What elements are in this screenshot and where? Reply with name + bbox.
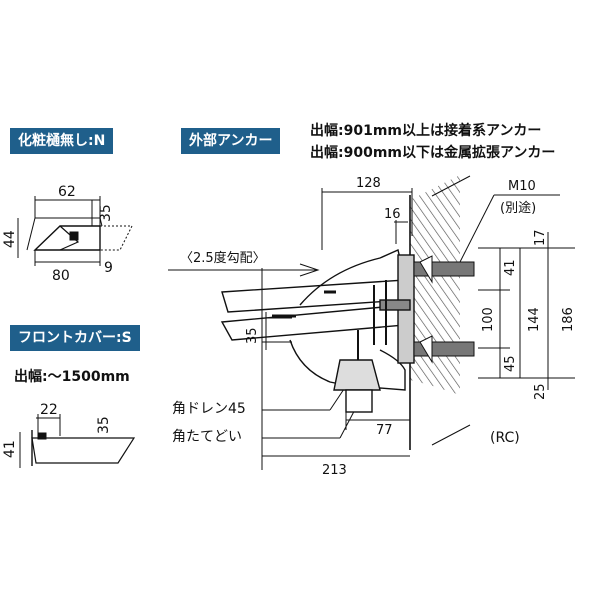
- label-rc: (RC): [490, 430, 520, 446]
- rc-wall: [409, 175, 471, 450]
- dim-213: 213: [322, 463, 347, 478]
- n-dim-44: 44: [2, 230, 18, 248]
- dim-186: 186: [561, 307, 576, 332]
- gutter-body: [220, 249, 475, 413]
- label-separate: (別途): [500, 200, 536, 216]
- section-n-drawing: [17, 196, 133, 266]
- dim-25: 25: [533, 383, 548, 400]
- dim-41: 41: [503, 259, 518, 276]
- label-slope: 〈2.5度勾配〉: [180, 250, 266, 266]
- badge-anchor: 外部アンカー: [181, 128, 281, 154]
- anchor-note-2: 出幅:900mm以下は金属拡張アンカー: [310, 145, 556, 161]
- label-pipe: 角たてどい: [172, 429, 242, 445]
- s-dim-22: 22: [40, 402, 58, 418]
- dim-100: 100: [481, 307, 496, 332]
- s-width-note: 出幅:～1500mm: [14, 369, 130, 385]
- dim-35-main: 35: [245, 327, 260, 344]
- main-dimension-lines: [168, 188, 575, 470]
- section-s-drawing: [19, 414, 136, 468]
- anchor-note-1: 出幅:901mm以上は接着系アンカー: [310, 123, 542, 139]
- s-dim-35: 35: [96, 416, 112, 434]
- dim-128: 128: [356, 176, 381, 191]
- dim-77: 77: [376, 423, 393, 438]
- n-dim-9: 9: [104, 260, 113, 276]
- badge-s: フロントカバー:S: [10, 325, 140, 351]
- n-dim-35: 35: [98, 204, 114, 222]
- dim-45: 45: [503, 355, 518, 372]
- label-m10: M10: [508, 179, 536, 194]
- dim-17: 17: [533, 229, 548, 246]
- n-dim-80: 80: [52, 268, 70, 284]
- dim-16: 16: [384, 207, 401, 222]
- dim-144: 144: [527, 307, 542, 332]
- n-dim-62: 62: [58, 184, 76, 200]
- label-drain: 角ドレン45: [172, 401, 246, 417]
- badge-n: 化粧樋無し:N: [10, 128, 114, 154]
- s-dim-41: 41: [2, 440, 18, 458]
